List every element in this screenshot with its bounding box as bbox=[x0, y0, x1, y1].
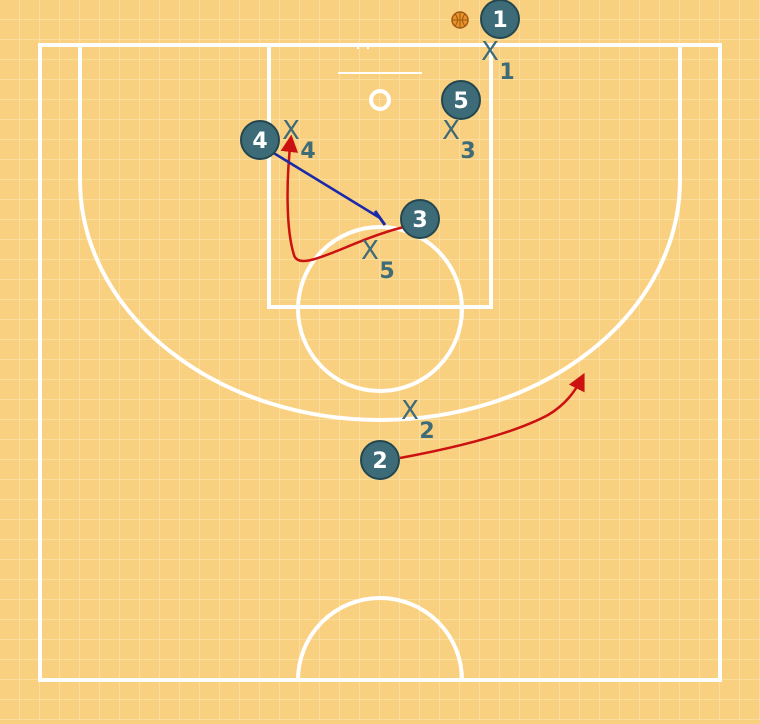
offense-player-circle bbox=[400, 199, 440, 239]
x-mark-icon: X bbox=[282, 116, 300, 146]
defender-number: 2 bbox=[419, 419, 434, 444]
defender-4: X4 bbox=[282, 116, 316, 164]
offense-player-label: 4 bbox=[252, 129, 267, 154]
defender-2: X2 bbox=[401, 396, 435, 444]
rim bbox=[369, 89, 391, 111]
offense-player-1: 1 bbox=[480, 0, 520, 39]
three-point-line bbox=[78, 45, 682, 422]
offense-player-circle bbox=[441, 80, 481, 120]
offense-player-label: 3 bbox=[412, 208, 427, 233]
offense-player-4: 4 bbox=[240, 120, 280, 160]
x-mark-icon: X bbox=[481, 37, 499, 67]
offense-player-circle bbox=[360, 440, 400, 480]
key-paint bbox=[267, 43, 493, 309]
offense-player-2: 2 bbox=[360, 440, 400, 480]
screen-bar bbox=[373, 210, 387, 226]
defender-5: X5 bbox=[361, 236, 395, 284]
offensive-players: 1 5 4 3 2 bbox=[240, 0, 520, 480]
x-mark-icon: X bbox=[401, 396, 419, 426]
defender-number: 4 bbox=[300, 139, 315, 164]
offense-player-label: 2 bbox=[372, 449, 387, 474]
offense-player-label: 5 bbox=[453, 89, 468, 114]
free-throw-circle bbox=[296, 225, 464, 393]
cut-arrow-player-2 bbox=[399, 372, 585, 460]
screen-line-player-4 bbox=[271, 150, 387, 226]
defender-number: 1 bbox=[499, 60, 514, 85]
offense-player-3: 3 bbox=[400, 199, 440, 239]
offense-player-circle bbox=[240, 120, 280, 160]
offense-player-label: 1 bbox=[492, 8, 507, 33]
defender-number: 5 bbox=[379, 259, 394, 284]
court-lines bbox=[38, 43, 722, 682]
offense-player-circle bbox=[480, 0, 520, 39]
offense-player-5: 5 bbox=[441, 80, 481, 120]
center-circle bbox=[296, 596, 464, 681]
cut-arrow-player-3 bbox=[280, 134, 405, 263]
defender-number: 3 bbox=[460, 139, 475, 164]
defender-3: X3 bbox=[442, 116, 476, 164]
basketball-icon bbox=[451, 11, 469, 29]
x-mark-icon: X bbox=[442, 116, 460, 146]
x-mark-icon: X bbox=[361, 236, 379, 266]
defender-1: X1 bbox=[481, 37, 515, 85]
